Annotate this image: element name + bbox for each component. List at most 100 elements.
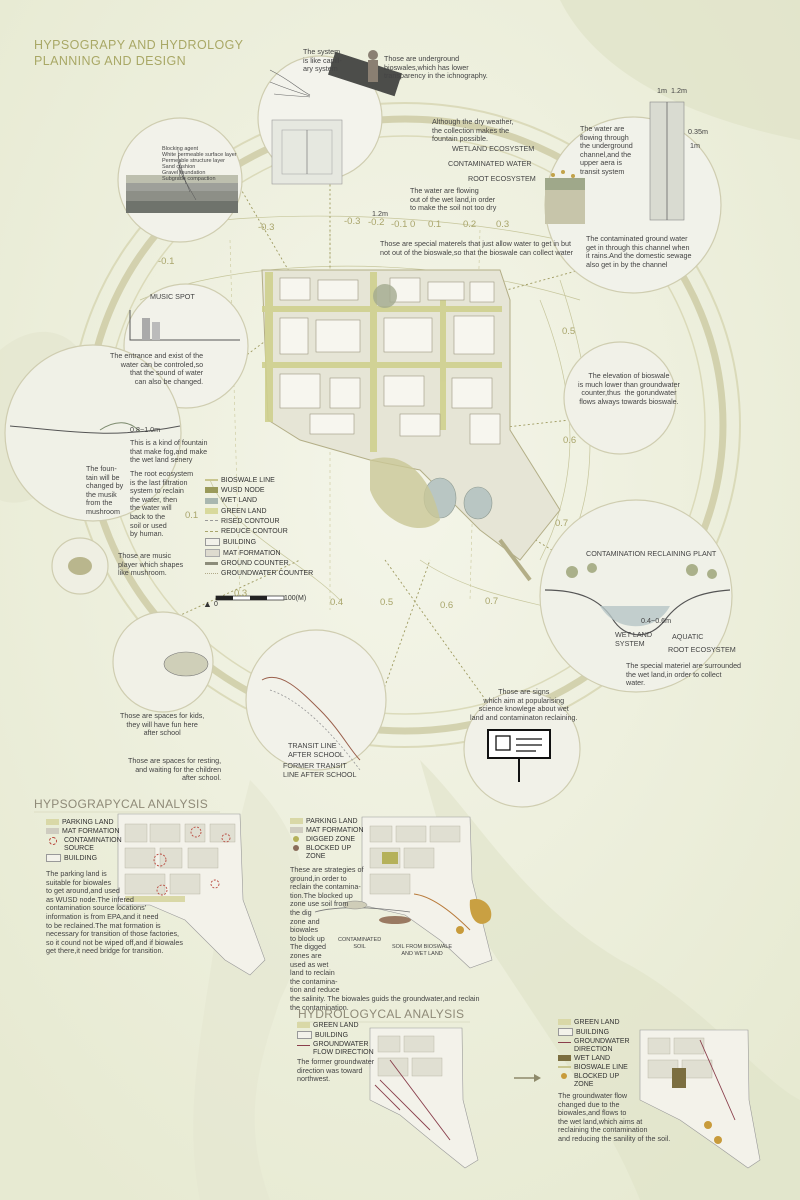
legend-swatch	[49, 837, 57, 845]
legend-label: MAT FORMATION	[223, 550, 281, 557]
note-resting-space: Those are spaces for resting, and waitin…	[128, 756, 222, 783]
legend-label: PARKING LAND	[306, 818, 358, 825]
hydro-text-2: The groundwater flow changed due to the …	[558, 1091, 671, 1143]
legend-item: CONTAMINATION SOURCE	[46, 837, 122, 853]
legend-item: GROUNDWATER DIRECTION	[558, 1038, 630, 1054]
contour-label: -0.3	[344, 216, 361, 227]
legend-swatch	[558, 1066, 571, 1068]
legend-item: GROUNDWATER FLOW DIRECTION	[297, 1041, 374, 1057]
legend-item: WUSD NODE	[205, 487, 325, 495]
legend-label: BLOCKED UP ZONE	[574, 1072, 620, 1088]
note-bioswale-elevation: The elevation of bioswale is much lower …	[578, 371, 680, 406]
legend-swatch	[561, 1072, 567, 1079]
legend-item: GREEN LAND	[297, 1022, 374, 1030]
note-mushroom: Those are music player which shapes like…	[118, 551, 184, 578]
legend-swatch	[558, 1055, 571, 1061]
legend-swatch	[205, 507, 218, 514]
legend-item: MAT FORMATION	[290, 827, 364, 835]
note-underground-bioswales: Those are underground bioswales,which ha…	[384, 54, 488, 81]
label-music-spot: MUSIC SPOT	[150, 292, 195, 301]
hypso-heading: HYPSOGRAPYCAL ANALYSIS	[34, 797, 208, 811]
contour-label: -0.1	[158, 256, 175, 267]
layer-label: Subgrade compaction	[162, 176, 216, 182]
legend-item: WET LAND	[558, 1055, 630, 1063]
legend-label: BUILDING	[315, 1031, 349, 1039]
label-former-transit-line: FORMER TRANSIT LINE AFTER SCHOOL	[283, 761, 357, 779]
note-fountain-change: The foun- tain will be changed by the mu…	[86, 464, 124, 516]
hydro-text-1: The former groundwater direction was tow…	[297, 1057, 375, 1084]
legend-item: BIOSWALE LINE	[205, 477, 325, 485]
legend-label: WET LAND	[221, 497, 258, 505]
note-capillary: The system is like capill- ary system	[303, 47, 342, 74]
legend-label: GREEN LAND	[574, 1019, 620, 1026]
note-contaminated-groundwater: The contaminated ground water get in thr…	[586, 234, 692, 269]
contour-label: 0.7	[555, 518, 569, 529]
legend-label: BIOSWALE LINE	[574, 1063, 628, 1071]
legend-label: REDUCE CONTOUR	[221, 527, 288, 535]
dimension-label: 0.4~0.6m	[641, 616, 672, 625]
legend-label: BIOSWALE LINE	[221, 477, 275, 484]
legend-swatch	[297, 1022, 310, 1029]
site-legend: BIOSWALE LINE WUSD NODE WET LAND GREEN L…	[205, 477, 325, 578]
contour-label: -0.2	[368, 217, 385, 228]
dimension-label: 1m 1.2m	[657, 86, 687, 95]
label-contaminated-water: CONTAMINATED WATER	[448, 159, 532, 168]
legend-label: RISED CONTOUR	[221, 517, 280, 525]
svg-text:▲: ▲	[203, 599, 212, 609]
legend-item: BUILDING	[46, 854, 122, 863]
legend-item: BUILDING	[205, 538, 325, 547]
contour-label: 0.5	[380, 597, 394, 608]
dimension-label: 0.35m	[688, 127, 708, 136]
legend-item: GREEN LAND	[205, 508, 325, 516]
legend-label: GROUNDWATER COUNTER	[221, 570, 314, 578]
note-science-signs: Those are signs which aim at popularisin…	[470, 687, 578, 722]
label-soil-from-bioswale: SOIL FROM BIOSWALE AND WET LAND	[392, 944, 453, 957]
legend-item: REDUCE CONTOUR	[205, 528, 325, 536]
legend-swatch	[46, 854, 61, 862]
dimension-label: 1m	[690, 141, 700, 150]
label-contaminated-soil: CONTAMINATED SOIL	[338, 937, 382, 950]
scale-zero: 0	[214, 601, 218, 608]
legend-swatch	[558, 1028, 573, 1036]
legend-swatch	[290, 818, 303, 825]
legend-label: GREEN LAND	[221, 507, 267, 515]
hypso-legend-1: PARKING LAND MAT FORMATION CONTAMINATION…	[46, 819, 122, 863]
legend-item: BLOCKED UP ZONE	[558, 1072, 630, 1089]
legend-item: WET LAND	[205, 497, 325, 505]
note-water-flowing-out: The water are flowing out of the wet lan…	[410, 186, 497, 213]
legend-item: BIOSWALE LINE	[558, 1064, 630, 1072]
layer-label: Blocking agent	[162, 146, 199, 152]
label-aquatic: AQUATIC	[672, 632, 704, 641]
legend-label: MAT FORMATION	[62, 828, 120, 835]
poster-title-line2: PLANNING AND DESIGN	[34, 54, 187, 68]
legend-swatch	[205, 561, 218, 565]
legend-label: WET LAND	[574, 1054, 611, 1062]
legend-swatch	[205, 497, 218, 504]
legend-item: GREEN LAND	[558, 1019, 630, 1027]
note-dry-weather: Although the dry weather, the collection…	[432, 117, 514, 144]
contour-label: 0.3	[496, 219, 510, 230]
contour-label: 0.7	[485, 596, 499, 607]
legend-item: PARKING LAND	[46, 819, 122, 827]
layer-label: White permeable surface layer	[162, 152, 237, 158]
layer-label: Sand cushion	[162, 164, 196, 170]
legend-item: GROUNDWATER COUNTER	[205, 570, 325, 578]
legend-swatch	[290, 827, 303, 834]
legend-label: PARKING LAND	[62, 819, 114, 826]
legend-item: GROUND COUNTER	[205, 560, 325, 568]
legend-item: PARKING LAND	[290, 818, 364, 826]
legend-swatch	[46, 819, 59, 826]
contour-label: 0.5	[562, 326, 576, 337]
legend-swatch	[558, 1041, 571, 1043]
legend-label: MAT FORMATION	[306, 827, 364, 834]
contour-label: 0.3	[234, 588, 248, 599]
layer-label: Permeable structure layer	[162, 158, 225, 164]
legend-item: BUILDING	[297, 1031, 374, 1040]
note-special-surround: The special materiel are surrounded the …	[626, 661, 742, 688]
legend-item: BLOCKED UP ZONE	[290, 845, 364, 861]
layer-label: Gravel foundation	[162, 170, 206, 176]
legend-label: BUILDING	[576, 1028, 610, 1036]
hydro-legend-2: GREEN LAND BUILDING GROUNDWATER DIRECTIO…	[558, 1019, 630, 1089]
legend-item: DIGGED ZONE	[290, 836, 364, 844]
